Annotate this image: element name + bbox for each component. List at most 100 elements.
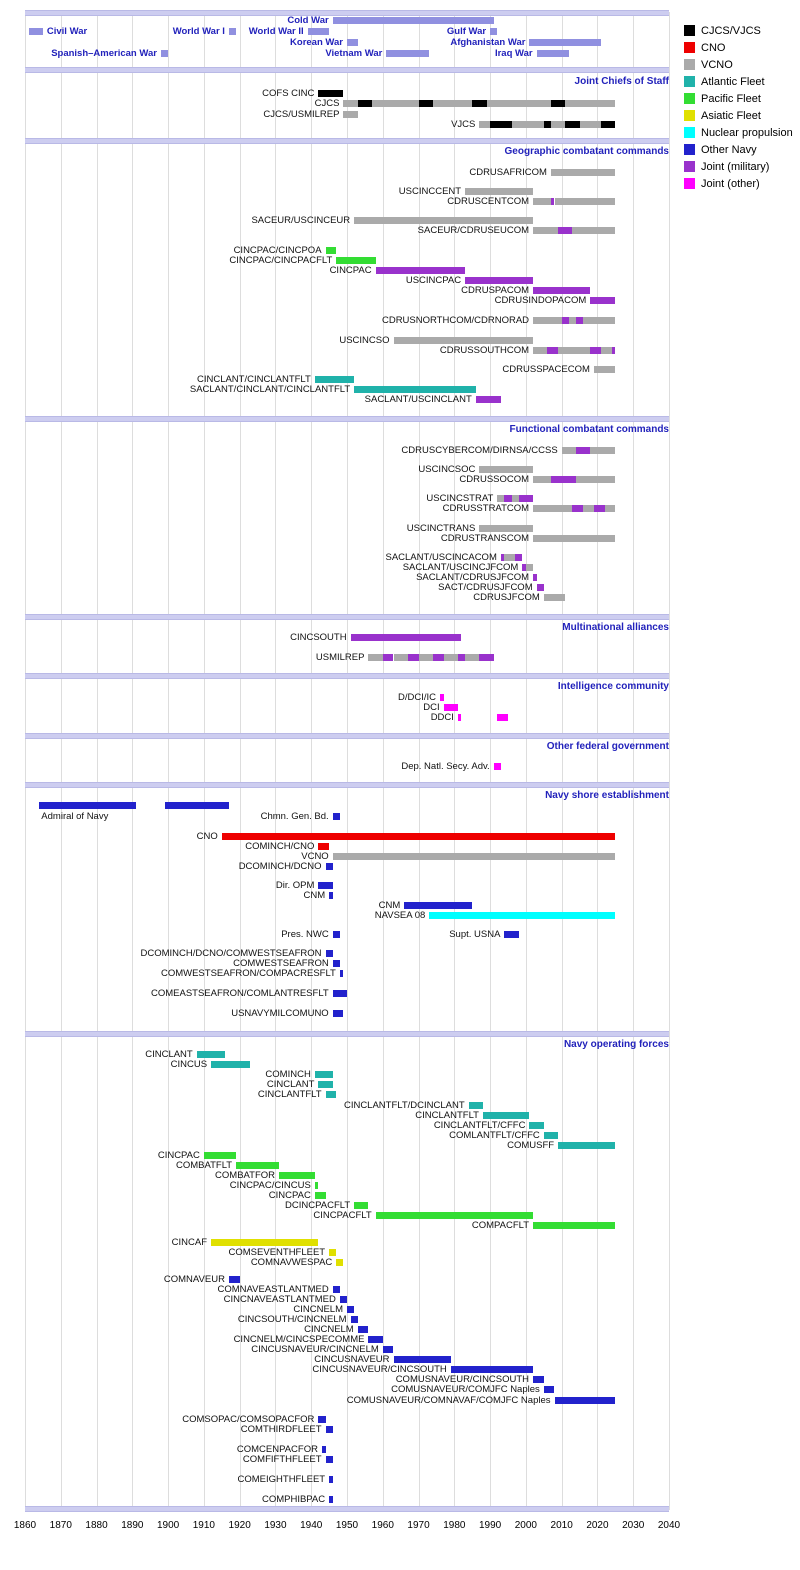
row-label: COMNAVEASTLANTMED: [217, 1284, 329, 1295]
bar-segment: [536, 50, 569, 57]
row-label: COMEIGHTHFLEET: [237, 1474, 326, 1485]
legend-label: Other Navy: [701, 144, 757, 156]
legend-swatch: [684, 42, 695, 53]
bar-segment: [500, 554, 505, 561]
row-label: D/DCI/IC: [398, 692, 437, 703]
bar-segment: [318, 1081, 333, 1088]
axis-tick-label: 2010: [550, 1520, 573, 1531]
row-label: COMUSNAVEUR/COMJFC Naples: [391, 1384, 540, 1395]
bar-segment: [357, 1326, 369, 1333]
row-label: COMNAVEUR: [163, 1274, 225, 1285]
bar-segment: [536, 584, 544, 591]
row-label: DCOMINCH/DCNO/COMWESTSEAFRON: [140, 948, 322, 959]
bar-segment: [325, 247, 337, 254]
row-label: CNM: [378, 900, 401, 911]
row-label: SACLANT/CINCLANT/CINCLANTFLT: [189, 384, 351, 395]
gridline: [96, 12, 98, 1510]
bar-segment: [479, 121, 491, 128]
bar-segment: [504, 931, 519, 938]
row-label: Admiral of Navy: [41, 811, 109, 822]
bar-segment: [443, 654, 458, 661]
row-label: DCOMINCH/DCNO: [238, 861, 322, 872]
row-label: DCI: [423, 702, 440, 713]
bar-segment: [314, 1182, 319, 1189]
row-label: Afghanistan War: [450, 37, 526, 48]
axis-tick-label: 1960: [371, 1520, 394, 1531]
bar-segment: [468, 1102, 483, 1109]
legend-swatch: [684, 161, 695, 172]
bar-segment: [325, 950, 333, 957]
axis-tick-label: 1860: [13, 1520, 37, 1531]
bar-segment: [314, 1192, 326, 1199]
section-divider: [25, 1506, 669, 1512]
row-label: Supt. USNA: [449, 929, 501, 940]
bar-segment: [318, 90, 344, 97]
bar-segment: [375, 267, 466, 274]
bar-segment: [450, 1366, 534, 1373]
bar-segment: [529, 1122, 544, 1129]
bar-segment: [332, 990, 347, 997]
gridline: [669, 12, 670, 1510]
section-divider: [25, 67, 669, 73]
row-label: CINCLANTFLT/CFFC: [433, 1120, 526, 1131]
bar-segment: [429, 912, 616, 919]
legend-swatch: [684, 93, 695, 104]
legend-swatch: [684, 144, 695, 155]
bar-segment: [332, 931, 340, 938]
row-label: CDRUSSOCOM: [459, 474, 530, 485]
legend-swatch: [684, 110, 695, 121]
bar-segment: [307, 28, 330, 35]
bar-segment: [228, 28, 237, 35]
axis-tick-label: 1900: [156, 1520, 180, 1531]
bar-segment: [565, 121, 580, 128]
bar-segment: [318, 1416, 326, 1423]
bar-segment: [601, 347, 612, 354]
row-label: COMPACFLT: [471, 1220, 530, 1231]
row-label: Dir. OPM: [275, 880, 315, 891]
row-label: Gulf War: [446, 26, 487, 37]
bar-segment: [332, 813, 340, 820]
bar-segment: [497, 495, 505, 502]
bar-segment: [575, 317, 584, 324]
bar-segment: [432, 654, 444, 661]
bar-segment: [550, 476, 576, 483]
bar-segment: [332, 17, 494, 24]
bar-segment: [211, 1239, 319, 1246]
row-label: VCNO: [301, 851, 329, 862]
row-label: USMILREP: [315, 652, 365, 663]
axis-tick-label: 1980: [443, 1520, 466, 1531]
bar-segment: [393, 654, 408, 661]
row-label: COMUSNAVEUR/COMNAVAF/COMJFC Naples: [346, 1395, 551, 1406]
bar-segment: [314, 376, 355, 383]
row-label: CINCPAC: [268, 1190, 311, 1201]
gridline: [132, 12, 134, 1510]
bar-segment: [511, 121, 544, 128]
bar-segment: [336, 257, 376, 264]
bar-segment: [350, 634, 462, 641]
section-divider: [25, 416, 669, 422]
gridline: [597, 12, 599, 1510]
bar-segment: [211, 1061, 251, 1068]
bar-segment: [325, 1456, 333, 1463]
bar-segment: [318, 882, 333, 889]
bar-segment: [386, 50, 430, 57]
bar-segment: [347, 39, 358, 46]
bar-segment: [504, 554, 516, 561]
row-label: CINCUS: [170, 1059, 208, 1070]
row-label: COMFIFTHFLEET: [242, 1454, 322, 1465]
bar-segment: [533, 574, 537, 581]
row-label: CINCLANT/CINCLANTFLT: [196, 374, 311, 385]
bar-segment: [479, 466, 534, 473]
row-label: SACLANT/USCINCJFCOM: [402, 562, 519, 573]
row-label: CDRUSTRANSCOM: [440, 533, 530, 544]
bar-segment: [533, 198, 551, 205]
axis-tick-label: 2000: [514, 1520, 537, 1531]
bar-segment: [221, 833, 616, 840]
row-label: COMUSFF: [507, 1140, 555, 1151]
bar-segment: [533, 476, 551, 483]
section-title: Joint Chiefs of Staff: [574, 76, 669, 87]
section-divider: [25, 138, 669, 144]
section-title: Functional combatant commands: [509, 424, 669, 435]
bar-segment: [382, 1346, 394, 1353]
row-label: CDRUSCYBERCOM/DIRNSA/CCSS: [401, 445, 558, 456]
